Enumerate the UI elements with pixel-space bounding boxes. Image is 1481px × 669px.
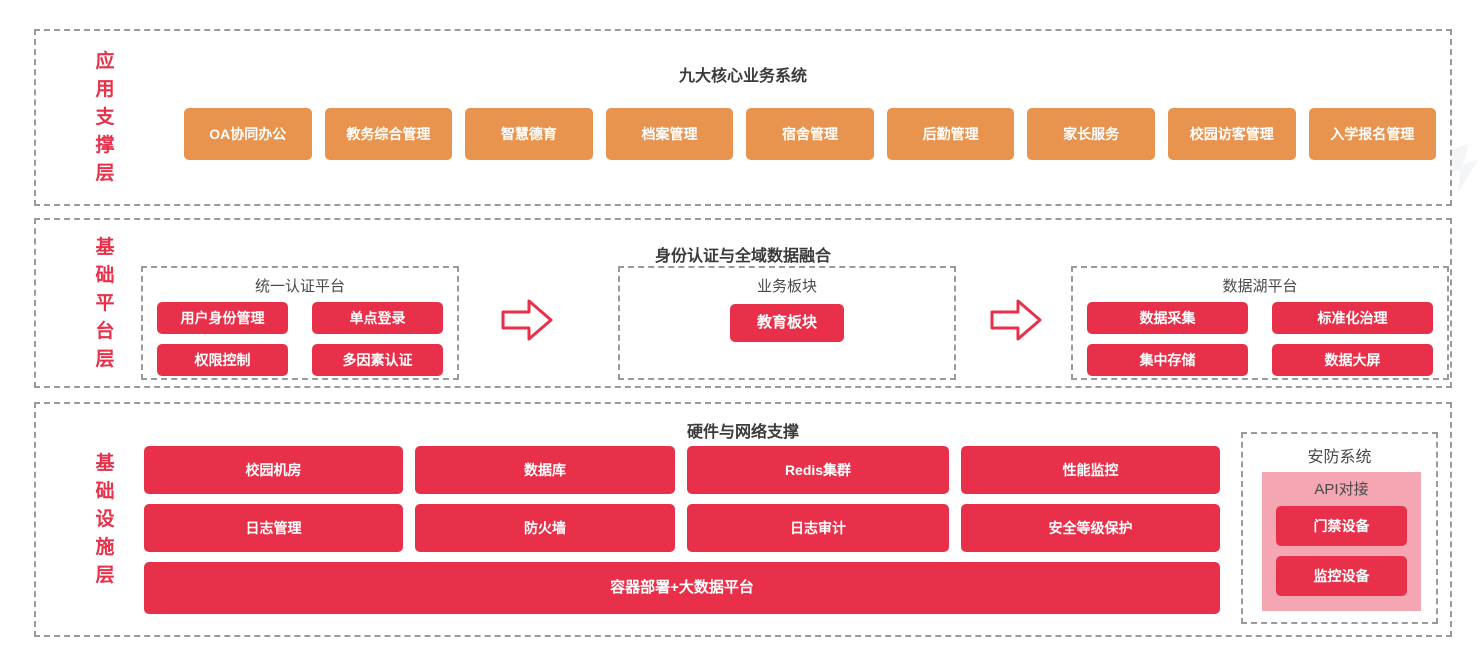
business-sector-items: 教育板块 <box>620 304 954 342</box>
infra-chip-database[interactable]: 数据库 <box>415 446 675 494</box>
unified-auth-platform-panel: 统一认证平台 用户身份管理 单点登录 权限控制 多因素认证 <box>141 266 459 380</box>
application-layer-vertical-label: 应 用 支 撑 层 <box>82 31 128 204</box>
auth-chip-multi-factor-auth[interactable]: 多因素认证 <box>312 344 443 376</box>
api-integration-title: API对接 <box>1314 481 1369 498</box>
api-integration-box: API对接 门禁设备 监控设备 <box>1262 472 1421 611</box>
core-business-systems-row: OA协同办公 教务综合管理 智慧德育 档案管理 宿舍管理 后勤管理 家长服务 校… <box>184 108 1437 160</box>
right-arrow-icon <box>990 299 1042 341</box>
security-chip-access-control-device[interactable]: 门禁设备 <box>1276 506 1407 546</box>
security-device-list: 门禁设备 监控设备 <box>1276 506 1407 596</box>
auth-chip-single-sign-on[interactable]: 单点登录 <box>312 302 443 334</box>
infrastructure-layer-title: 硬件与网络支撑 <box>686 424 799 441</box>
infra-chip-redis-cluster[interactable]: Redis集群 <box>687 446 949 494</box>
system-chip-enrollment-management[interactable]: 入学报名管理 <box>1308 108 1437 160</box>
lake-chip-standardized-governance[interactable]: 标准化治理 <box>1272 302 1433 334</box>
layer-label-char: 用 <box>95 79 115 100</box>
system-chip-campus-visitor-management[interactable]: 校园访客管理 <box>1167 108 1296 160</box>
infra-chip-log-audit[interactable]: 日志审计 <box>687 504 949 552</box>
system-chip-moral-education[interactable]: 智慧德育 <box>465 108 593 160</box>
layer-label-char: 应 <box>95 51 115 72</box>
infra-chip-container-deployment-bigdata[interactable]: 容器部署+大数据平台 <box>144 562 1220 614</box>
security-system-panel: 安防系统 API对接 门禁设备 监控设备 <box>1241 432 1438 624</box>
layer-label-char: 基 <box>95 236 115 258</box>
business-sector-panel: 业务板块 教育板块 <box>618 266 956 380</box>
security-system-title: 安防系统 <box>1307 449 1372 466</box>
unified-auth-platform-title: 统一认证平台 <box>254 278 345 295</box>
layer-label-char: 平 <box>95 292 115 314</box>
data-lake-platform-items: 数据采集 标准化治理 集中存储 数据大屏 <box>1087 302 1433 376</box>
infrastructure-main-grid: 校园机房 数据库 Redis集群 性能监控 日志管理 防火墙 日志审计 安全等级… <box>144 446 1220 622</box>
layer-label-char: 基 <box>95 453 115 474</box>
business-sector-title: 业务板块 <box>756 278 817 295</box>
security-chip-surveillance-device[interactable]: 监控设备 <box>1276 556 1407 596</box>
system-chip-dormitory-management[interactable]: 宿舍管理 <box>746 108 874 160</box>
system-chip-parent-service[interactable]: 家长服务 <box>1027 108 1155 160</box>
unified-auth-platform-items: 用户身份管理 单点登录 权限控制 多因素认证 <box>157 302 443 376</box>
layer-label-char: 础 <box>95 264 115 286</box>
layer-label-char: 施 <box>95 537 115 558</box>
right-arrow-icon <box>501 299 553 341</box>
lake-chip-data-dashboard[interactable]: 数据大屏 <box>1272 344 1433 376</box>
layer-label-char: 层 <box>95 348 115 370</box>
infrastructure-layer-vertical-label: 基 础 设 施 层 <box>82 404 128 635</box>
infra-chip-firewall[interactable]: 防火墙 <box>415 504 675 552</box>
layer-label-char: 层 <box>95 565 115 586</box>
layer-label-char: 层 <box>95 163 115 184</box>
base-platform-layer: 基 础 平 台 层 身份认证与全域数据融合 统一认证平台 用户身份管理 单点登录… <box>34 218 1452 388</box>
layer-label-char: 设 <box>95 509 115 530</box>
system-chip-oa[interactable]: OA协同办公 <box>184 108 312 160</box>
infra-chip-performance-monitoring[interactable]: 性能监控 <box>961 446 1220 494</box>
application-support-layer: 应 用 支 撑 层 九大核心业务系统 OA协同办公 教务综合管理 智慧德育 档案… <box>34 29 1452 206</box>
lake-chip-data-collection[interactable]: 数据采集 <box>1087 302 1248 334</box>
infra-chip-campus-data-center[interactable]: 校园机房 <box>144 446 403 494</box>
infrastructure-layer: 基 础 设 施 层 硬件与网络支撑 校园机房 数据库 Redis集群 性能监控 … <box>34 402 1452 637</box>
lake-chip-centralized-storage[interactable]: 集中存储 <box>1087 344 1248 376</box>
layer-label-char: 支 <box>95 107 115 128</box>
system-chip-logistics-management[interactable]: 后勤管理 <box>886 108 1015 160</box>
business-chip-education-sector[interactable]: 教育板块 <box>730 304 844 342</box>
infrastructure-row-2: 日志管理 防火墙 日志审计 安全等级保护 <box>144 504 1220 552</box>
layer-label-char: 台 <box>95 320 115 342</box>
data-lake-platform-title: 数据湖平台 <box>1222 278 1298 295</box>
infra-chip-security-level-protection[interactable]: 安全等级保护 <box>961 504 1220 552</box>
data-lake-platform-panel: 数据湖平台 数据采集 标准化治理 集中存储 数据大屏 <box>1071 266 1449 380</box>
platform-layer-title: 身份认证与全域数据融合 <box>654 248 831 265</box>
auth-chip-permission-control[interactable]: 权限控制 <box>157 344 288 376</box>
system-chip-archive-management[interactable]: 档案管理 <box>605 108 734 160</box>
auth-chip-user-identity-management[interactable]: 用户身份管理 <box>157 302 288 334</box>
infrastructure-row-1: 校园机房 数据库 Redis集群 性能监控 <box>144 446 1220 494</box>
application-layer-title: 九大核心业务系统 <box>678 68 807 85</box>
system-chip-academic-affairs[interactable]: 教务综合管理 <box>324 108 453 160</box>
layer-label-char: 撑 <box>95 135 115 156</box>
layer-label-char: 础 <box>95 481 115 502</box>
infra-chip-log-management[interactable]: 日志管理 <box>144 504 403 552</box>
platform-layer-vertical-label: 基 础 平 台 层 <box>82 220 128 386</box>
